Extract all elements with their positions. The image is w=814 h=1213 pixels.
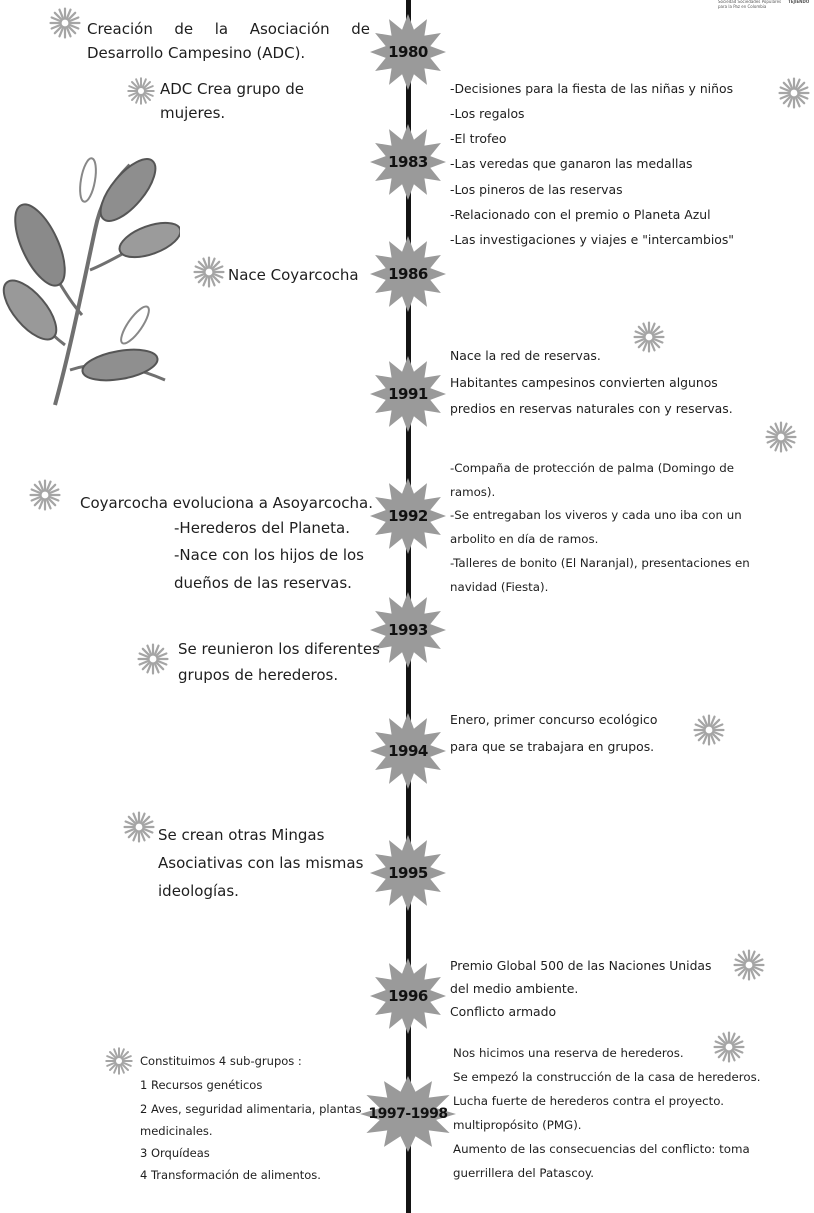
event-text: -Herederos del Planeta. — [174, 519, 351, 537]
flower-icon — [126, 76, 156, 106]
event-text: ideologías. — [158, 882, 239, 900]
flower-icon — [764, 420, 798, 454]
flower-icon — [632, 320, 666, 354]
year-badge-1992: 1992 — [370, 478, 446, 554]
event-text: arbolito en día de ramos. — [450, 532, 599, 546]
event-text: Lucha fuerte de herederos contra el proy… — [453, 1094, 725, 1108]
event-text: Se crean otras Mingas — [158, 826, 325, 844]
year-badge-1995: 1995 — [370, 835, 446, 911]
event-text: dueños de las reservas. — [174, 574, 352, 592]
year-badge-1993: 1993 — [370, 592, 446, 668]
flower-icon — [692, 713, 726, 747]
year-badge-1996: 1996 — [370, 958, 446, 1034]
flower-icon — [192, 255, 226, 289]
event-text: Nos hicimos una reserva de herederos. — [453, 1046, 684, 1060]
event-text: guerrillera del Patascoy. — [453, 1166, 594, 1180]
year-badge-1986: 1986 — [370, 236, 446, 312]
flower-icon — [104, 1046, 134, 1076]
event-text: grupos de herederos. — [178, 666, 339, 684]
event-text: -Compaña de protección de palma (Domingo… — [450, 461, 735, 475]
event-text: Nace la red de reservas. — [450, 348, 601, 363]
event-text: -Relacionado con el premio o Planeta Azu… — [450, 207, 711, 222]
event-text: -Talleres de bonito (El Naranjal), prese… — [450, 556, 750, 570]
event-text: predios en reservas naturales con y rese… — [450, 401, 733, 416]
event-text: Se empezó la construcción de la casa de … — [453, 1070, 761, 1084]
event-text: Premio Global 500 de las Naciones Unidas — [450, 958, 712, 973]
event-text: -Los pineros de las reservas — [450, 182, 623, 197]
flower-icon — [777, 76, 811, 110]
year-badge-1997-1998: 1997-1998 — [360, 1076, 456, 1152]
event-text: ramos). — [450, 485, 496, 499]
flower-icon — [732, 948, 766, 982]
flower-icon — [136, 642, 170, 676]
event-text: para que se trabajara en grupos. — [450, 739, 655, 754]
event-text: -Las investigaciones y viajes e "interca… — [450, 232, 735, 247]
event-text: del medio ambiente. — [450, 981, 579, 996]
event-text: mujeres. — [160, 104, 226, 122]
year-badge-1994: 1994 — [370, 713, 446, 789]
event-text: 1 Recursos genéticos — [140, 1078, 263, 1092]
flower-icon — [48, 6, 82, 40]
event-text: -Las veredas que ganaron las medallas — [450, 156, 693, 171]
event-text: Habitantes campesinos convierten algunos — [450, 375, 718, 390]
event-text: -Nace con los hijos de los — [174, 546, 364, 564]
event-text: medicinales. — [140, 1124, 213, 1138]
event-text: multipropósito (PMG). — [453, 1118, 582, 1132]
event-text: 4 Transformación de alimentos. — [140, 1168, 321, 1182]
event-text: Constituimos 4 sub-grupos : — [140, 1054, 302, 1068]
event-text: 2 Aves, seguridad alimentaria, plantas — [140, 1102, 362, 1116]
event-text: Creación de la Asociación de — [87, 20, 370, 38]
event-text: Desarrollo Campesino (ADC). — [87, 44, 306, 62]
flower-icon — [122, 810, 156, 844]
year-badge-1980: 1980 — [370, 14, 446, 90]
event-text: navidad (Fiesta). — [450, 580, 549, 594]
event-text: Enero, primer concurso ecológico — [450, 712, 658, 727]
event-text: Nace Coyarcocha — [228, 266, 359, 284]
event-text: -Se entregaban los viveros y cada uno ib… — [450, 508, 742, 522]
event-text: -Los regalos — [450, 106, 525, 121]
event-text: Coyarcocha evoluciona a Asoyarcocha. — [80, 494, 373, 512]
event-text: Conflicto armado — [450, 1004, 557, 1019]
event-text: Se reunieron los diferentes — [178, 640, 380, 658]
plant-illustration — [2, 157, 180, 406]
year-badge-1983: 1983 — [370, 124, 446, 200]
event-text: Asociativas con las mismas — [158, 854, 364, 872]
partner-logo: Sociedad Sociedades Populares para la Pa… — [718, 0, 810, 9]
flower-icon — [28, 478, 62, 512]
event-text: Aumento de las consecuencias del conflic… — [453, 1142, 750, 1156]
event-text: ADC Crea grupo de — [160, 80, 304, 98]
event-text: 3 Orquídeas — [140, 1146, 210, 1160]
event-text: -El trofeo — [450, 131, 507, 146]
flower-icon — [712, 1030, 746, 1064]
year-badge-1991: 1991 — [370, 356, 446, 432]
event-text: -Decisiones para la fiesta de las niñas … — [450, 81, 734, 96]
